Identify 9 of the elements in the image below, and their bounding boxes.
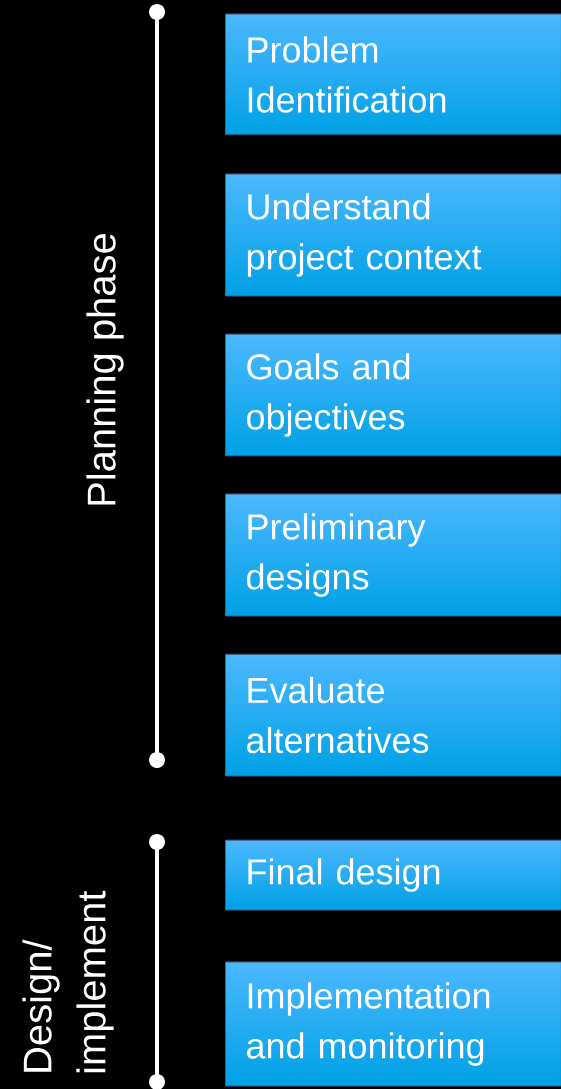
process-box: Problem Identification [225,13,561,136]
process-box: Understand project context [225,173,561,297]
process-box: Final design [225,839,561,911]
phase-label: Planning phase [86,234,124,505]
process-box: Preliminary designs [225,493,561,617]
process-box: Implementation and monitoring [225,961,561,1087]
process-box: Goals and objectives [225,333,561,457]
phase-label: Design/ implement [22,890,114,1073]
process-box: Evaluate alternatives [225,653,561,777]
